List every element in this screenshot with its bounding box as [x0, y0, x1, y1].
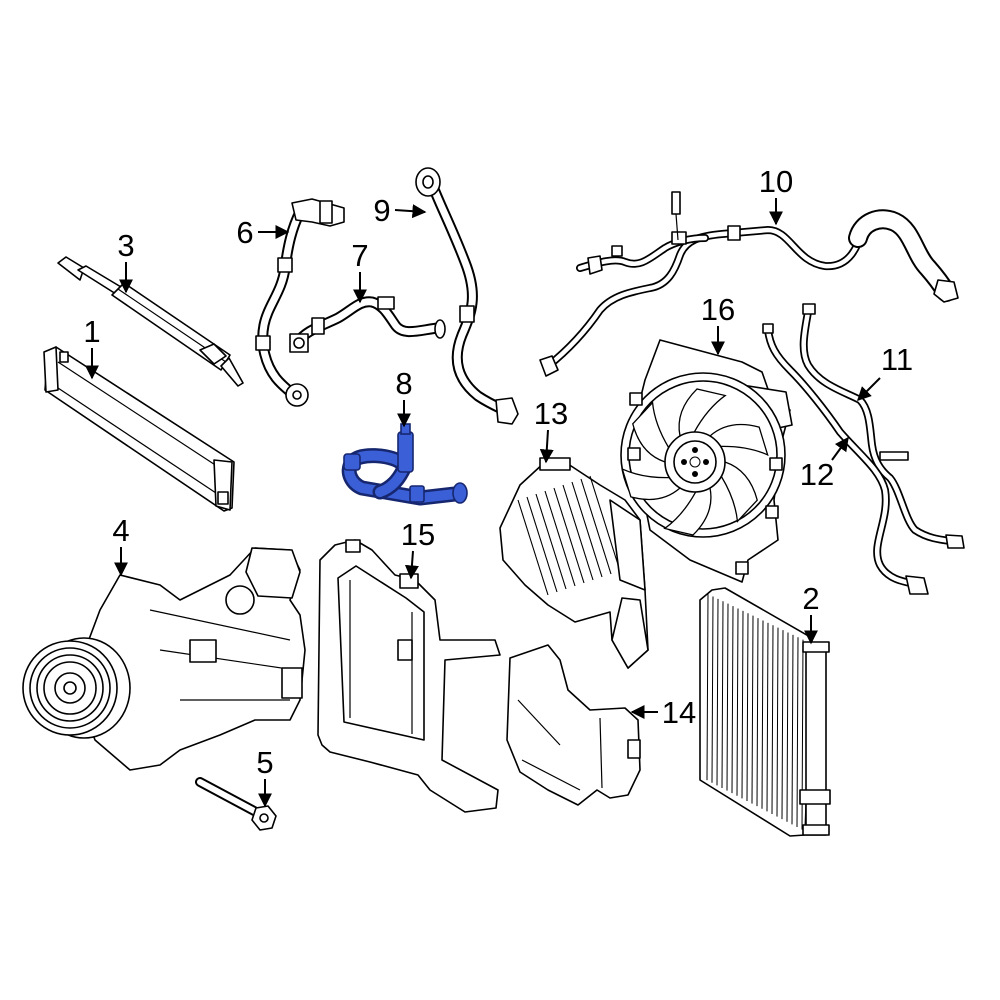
part-11-line: [799, 303, 965, 549]
callout-7: 7: [351, 238, 369, 304]
condenser-fin: [756, 618, 759, 807]
condenser-fin: [796, 637, 799, 827]
callout-label: 6: [236, 215, 253, 250]
duct-slat: [553, 487, 585, 584]
callout-label: 10: [759, 164, 793, 199]
callout-10: 10: [759, 164, 793, 226]
condenser-fin: [776, 627, 779, 817]
duct-slat: [571, 481, 603, 578]
condenser-fin: [731, 606, 734, 794]
condenser-fin: [786, 632, 789, 822]
fan-blade: [632, 401, 670, 463]
part-3-drawing: [57, 256, 244, 387]
callout-label: 1: [83, 314, 100, 349]
callout-label: 13: [534, 396, 568, 431]
part-14-deflector: [506, 644, 641, 806]
callout-label: 4: [112, 513, 129, 548]
part-13-duct: [499, 457, 649, 669]
callout-2: 2: [802, 581, 820, 645]
condenser-fin: [751, 615, 754, 804]
part-9-hose: [415, 167, 519, 425]
part-5-bolt: [195, 777, 277, 831]
callout-5: 5: [256, 745, 274, 808]
callout-14: 14: [630, 695, 696, 730]
callout-label: 9: [373, 193, 390, 228]
condenser-fin: [771, 625, 774, 814]
condenser-fin: [736, 608, 739, 796]
condenser-fin: [741, 610, 744, 799]
duct-slat: [544, 490, 576, 587]
condenser-fin: [726, 603, 729, 791]
duct-slats: [517, 475, 621, 596]
condenser-fin: [761, 620, 764, 809]
duct-slat: [562, 484, 594, 581]
condenser-fin: [711, 596, 714, 783]
fan-blade: [709, 423, 769, 457]
callout-13: 13: [534, 396, 568, 464]
callout-label: 3: [117, 228, 134, 263]
callout-label: 2: [802, 581, 819, 616]
callout-16: 16: [701, 292, 735, 356]
part-16-fan: [620, 339, 793, 583]
condenser-fin: [721, 601, 724, 788]
callout-label: 15: [401, 517, 435, 552]
part-10-line: [539, 191, 959, 377]
callout-label: 14: [662, 695, 696, 730]
fan-blades: [621, 388, 769, 536]
condenser-fin: [791, 634, 794, 825]
duct-slat: [589, 475, 621, 572]
callout-8: 8: [395, 366, 413, 428]
part-6-hose: [255, 198, 345, 407]
condenser-fin: [716, 598, 719, 786]
duct-slat: [580, 478, 612, 575]
fan-blade: [720, 461, 758, 523]
callout-label: 11: [881, 342, 913, 377]
callout-12: 12: [800, 436, 849, 492]
part-12-line: [762, 323, 929, 595]
callout-3: 3: [117, 228, 135, 294]
callout-9: 9: [373, 193, 427, 228]
condenser-fin: [781, 630, 784, 820]
callout-label: 8: [395, 366, 412, 401]
duct-slat: [535, 493, 567, 590]
fan-blade: [663, 487, 712, 536]
callout-15: 15: [401, 517, 435, 580]
callout-4: 4: [112, 513, 130, 577]
part-1-drawing: [43, 346, 235, 512]
callout-label: 12: [800, 457, 834, 492]
callout-label: 7: [351, 238, 368, 273]
callout-label: 5: [256, 745, 273, 780]
part-7-hose: [289, 296, 446, 353]
fan-blade: [621, 467, 681, 501]
condenser-fin: [766, 622, 769, 812]
duct-slat: [517, 499, 549, 596]
part-15-frame: [317, 539, 501, 813]
condenser-fin: [706, 594, 709, 781]
condenser-fin: [746, 613, 749, 801]
callout-11: 11: [857, 342, 913, 401]
part-4-compressor: [22, 547, 306, 771]
callout-6: 6: [236, 215, 290, 250]
fan-blade: [678, 388, 727, 437]
callout-1: 1: [83, 314, 101, 380]
duct-slat: [526, 496, 558, 593]
callout-label: 16: [701, 292, 735, 327]
part-2-condenser: [699, 587, 831, 837]
part-8-hose-highlighted: [341, 423, 468, 506]
